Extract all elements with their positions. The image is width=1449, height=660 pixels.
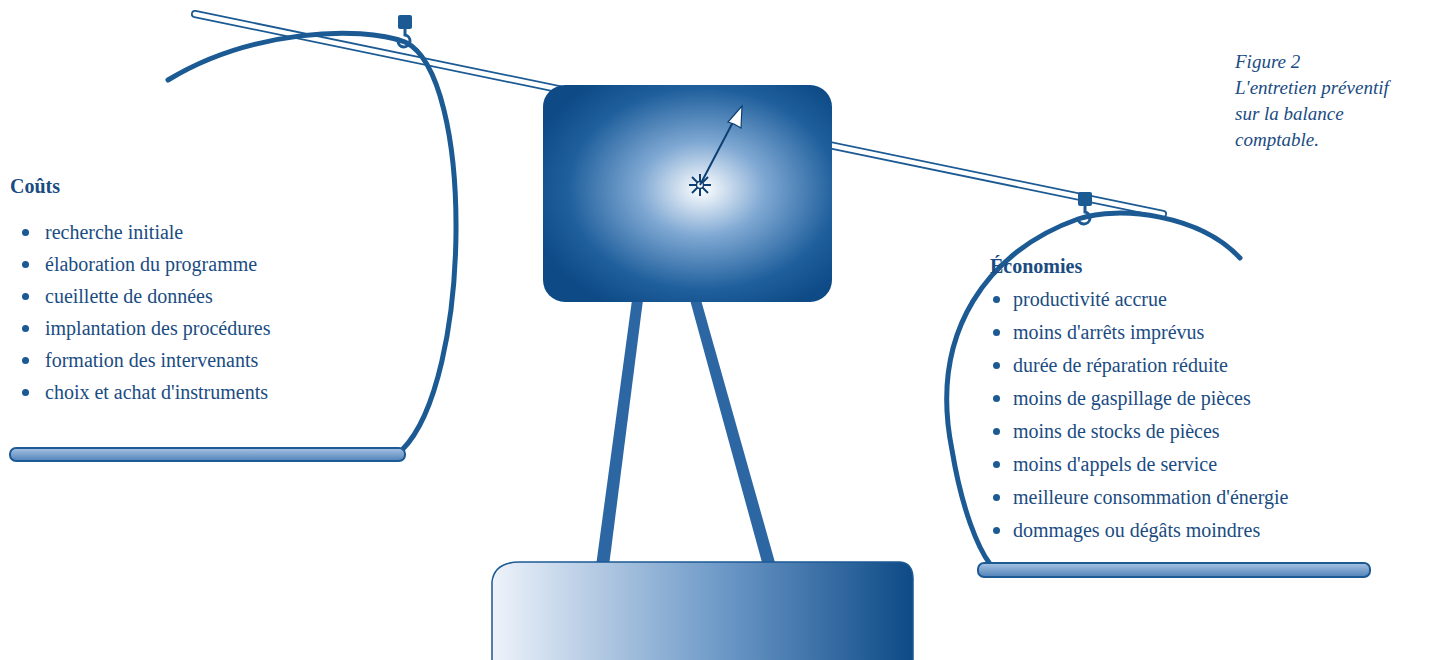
pan-heading: Coûts (10, 172, 60, 200)
item-text: élaboration du programme (45, 253, 257, 275)
list-item: productivité accrue (990, 285, 1167, 313)
stand-leg (596, 300, 643, 566)
item-text: meilleure consommation d'énergie (1013, 486, 1288, 508)
scale-pan: Économies productivité accrue moins d'arrê… (930, 190, 1390, 590)
scale-pan: Coûts recherche initiale élaboration du pr… (0, 30, 470, 470)
bullet-dot (993, 395, 1000, 402)
item-text: dommages ou dégâts moindres (1013, 519, 1260, 541)
item-text: moins de stocks de pièces (1013, 420, 1220, 442)
item-text: formation des intervenants (45, 349, 258, 371)
item-text: productivité accrue (1013, 288, 1167, 310)
heading-text: Économies (990, 255, 1082, 277)
item-text: cueillette de données (45, 285, 213, 307)
bullet-dot (22, 261, 29, 268)
pan-shape (10, 33, 456, 461)
stand-base (492, 562, 913, 660)
item-text: implantation des procédures (45, 317, 271, 339)
item-text: moins de gaspillage de pièces (1013, 387, 1251, 409)
bullet-dot (22, 293, 29, 300)
list-item: durée de réparation réduite (990, 351, 1228, 379)
bullet-dot (993, 527, 1000, 534)
dial-box (543, 85, 832, 302)
pan-outline (0, 30, 470, 470)
list-item: recherche initiale (10, 218, 183, 246)
bullet-dot (993, 296, 1000, 303)
bullet-dot (993, 461, 1000, 468)
list-item: choix et achat d'instruments (10, 378, 268, 406)
scale-stand (492, 300, 913, 660)
list-item: cueillette de données (10, 282, 213, 310)
list-item: moins de stocks de pièces (990, 417, 1220, 445)
bullet-dot (993, 494, 1000, 501)
item-text: durée de réparation réduite (1013, 354, 1228, 376)
bullet-dot (22, 389, 29, 396)
list-item: moins d'appels de service (990, 450, 1217, 478)
list-item: moins de gaspillage de pièces (990, 384, 1251, 412)
list-item: formation des intervenants (10, 346, 258, 374)
bullet-dot (993, 428, 1000, 435)
hook-clamp (1078, 192, 1092, 206)
stand-leg (690, 300, 776, 566)
bullet-dot (22, 357, 29, 364)
pan-plate (10, 448, 405, 461)
needle-head (728, 106, 742, 128)
hook-clamp (398, 15, 412, 29)
pan-heading: Économies (990, 252, 1082, 280)
bullet-dot (993, 362, 1000, 369)
item-text: choix et achat d'instruments (45, 381, 268, 403)
figure-number: Figure 2 (1235, 49, 1300, 75)
dial-needle (700, 122, 733, 185)
heading-text: Coûts (10, 175, 60, 197)
bullet-dot (22, 325, 29, 332)
bullet-dot (22, 229, 29, 236)
item-text: moins d'appels de service (1013, 453, 1217, 475)
list-item: élaboration du programme (10, 250, 257, 278)
scale-dial (543, 85, 832, 302)
list-item: implantation des procédures (10, 314, 271, 342)
list-item: meilleure consommation d'énergie (990, 483, 1288, 511)
item-text: moins d'arrêts imprévus (1013, 321, 1204, 343)
list-item: dommages ou dégâts moindres (990, 516, 1260, 544)
bullet-dot (993, 329, 1000, 336)
pan-shape (947, 213, 1370, 577)
figure-caption: L'entretien préventif sur la balance com… (1235, 75, 1410, 153)
list-item: moins d'arrêts imprévus (990, 318, 1204, 346)
item-text: recherche initiale (45, 221, 183, 243)
pan-plate (978, 563, 1370, 577)
